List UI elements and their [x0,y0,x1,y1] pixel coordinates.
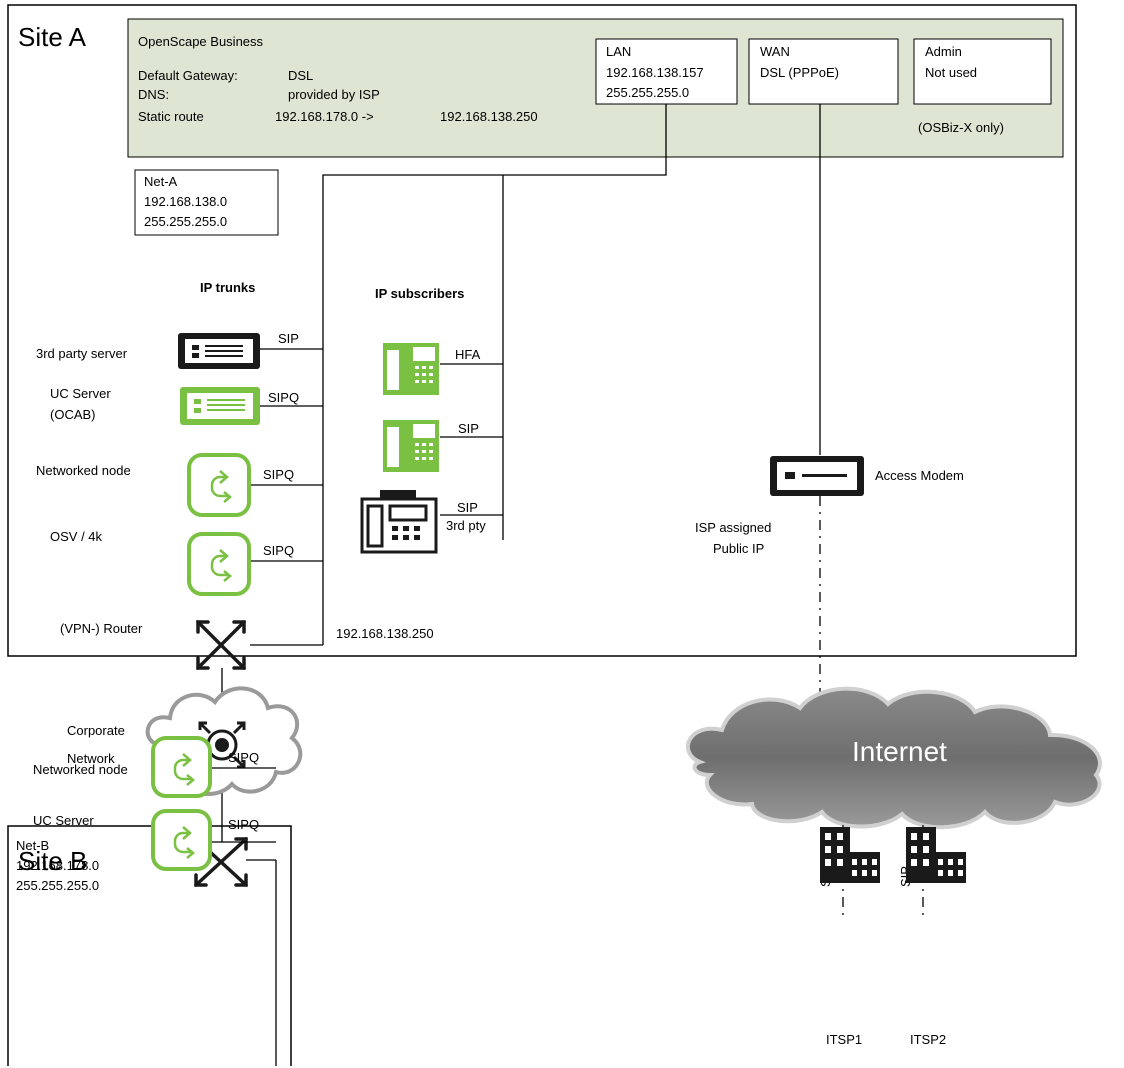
wan-mode: DSL (PPPoE) [760,65,839,80]
net-a-box [134,169,279,236]
osbiz-row-label: Default Gateway: [138,68,238,83]
site-a-frame [7,4,1077,657]
node-icon [151,809,212,871]
router-label: (VPN-) Router [60,621,143,636]
itsp-label: ITSP1 [826,1032,862,1047]
building-icon [906,827,966,883]
osbiz-row-extra: 192.168.138.250 [440,109,538,124]
site-a-title: Site A [18,22,87,52]
site-b-node-protocol: SIPQ [228,750,259,765]
phone-icon [360,490,438,554]
internet-cloud [686,686,1102,830]
site-b-title: Site B [18,846,87,876]
net-b-mask: 255.255.255.0 [16,878,99,893]
osbiz-row-value: DSL [288,68,313,83]
trunk-protocol: SIPQ [263,543,294,558]
admin-status: Not used [925,65,977,80]
subscriber-protocol: SIP [458,421,479,436]
net-b-title: Net-B [16,838,49,853]
osbiz-row-label: Static route [138,109,204,124]
server-icon [178,333,260,369]
subscriber-protocol2: 3rd pty [446,518,486,533]
site-b-node-label: Networked node [33,762,128,777]
corporate-network-label: Corporate [67,723,125,738]
ip-subscribers-heading: IP subscribers [375,286,464,301]
site-b-frame [7,825,292,1066]
internet-label: Internet [852,736,947,767]
modem-label: Access Modem [875,468,964,483]
trunk-label2: (OCAB) [50,407,96,422]
building-icon [820,827,880,883]
lan-box [595,38,738,105]
router-icon [196,620,246,670]
lan-ip: 192.168.138.157 [606,65,704,80]
router-ip: 192.168.138.250 [336,626,434,641]
net-a-ip: 192.168.138.0 [144,194,227,209]
admin-title: Admin [925,44,962,59]
site-b-node-label: UC Server [33,813,94,828]
node-icon [187,453,251,517]
wan-title: WAN [760,44,790,59]
osbiz-row-value: provided by ISP [288,87,380,102]
wan-box [748,38,899,105]
itsp-label: ITSP2 [910,1032,946,1047]
trunk-label: UC Server [50,386,111,401]
osbiz-title: OpenScape Business [138,34,264,49]
trunk-protocol: SIP [278,331,299,346]
public-ip-label: ISP assigned [695,520,771,535]
trunk-label: Networked node [36,463,131,478]
trunk-protocol: SIPQ [263,467,294,482]
subscriber-protocol: SIP [457,500,478,515]
modem-icon [770,456,864,496]
trunk-protocol: SIPQ [268,390,299,405]
node-icon [187,532,251,596]
public-ip-label: Public IP [713,541,764,556]
node-icon [151,736,212,798]
osbiz-row-value: 192.168.178.0 -> [275,109,374,124]
trunk-label: 3rd party server [36,346,128,361]
phone-icon [383,343,439,395]
itsp-link [842,825,924,918]
ip-trunks-heading: IP trunks [200,280,255,295]
server-icon [180,387,260,425]
site-b-node-protocol: SIPQ [228,817,259,832]
subscriber-protocol: HFA [455,347,481,362]
corporate-network-label: Network [67,751,115,766]
admin-box [913,38,1052,105]
net-b-ip: 192.168.178.0 [16,858,99,873]
lan-wiring [249,104,821,646]
phone-icon [383,420,439,472]
osbiz-note: (OSBiz-X only) [918,120,1004,135]
lan-title: LAN [606,44,631,59]
lan-mask: 255.255.255.0 [606,85,689,100]
net-a-mask: 255.255.255.0 [144,214,227,229]
osbiz-row-label: DNS: [138,87,169,102]
site-b-wiring [212,767,277,1066]
net-a-title: Net-A [144,174,178,189]
trunk-label: OSV / 4k [50,529,103,544]
